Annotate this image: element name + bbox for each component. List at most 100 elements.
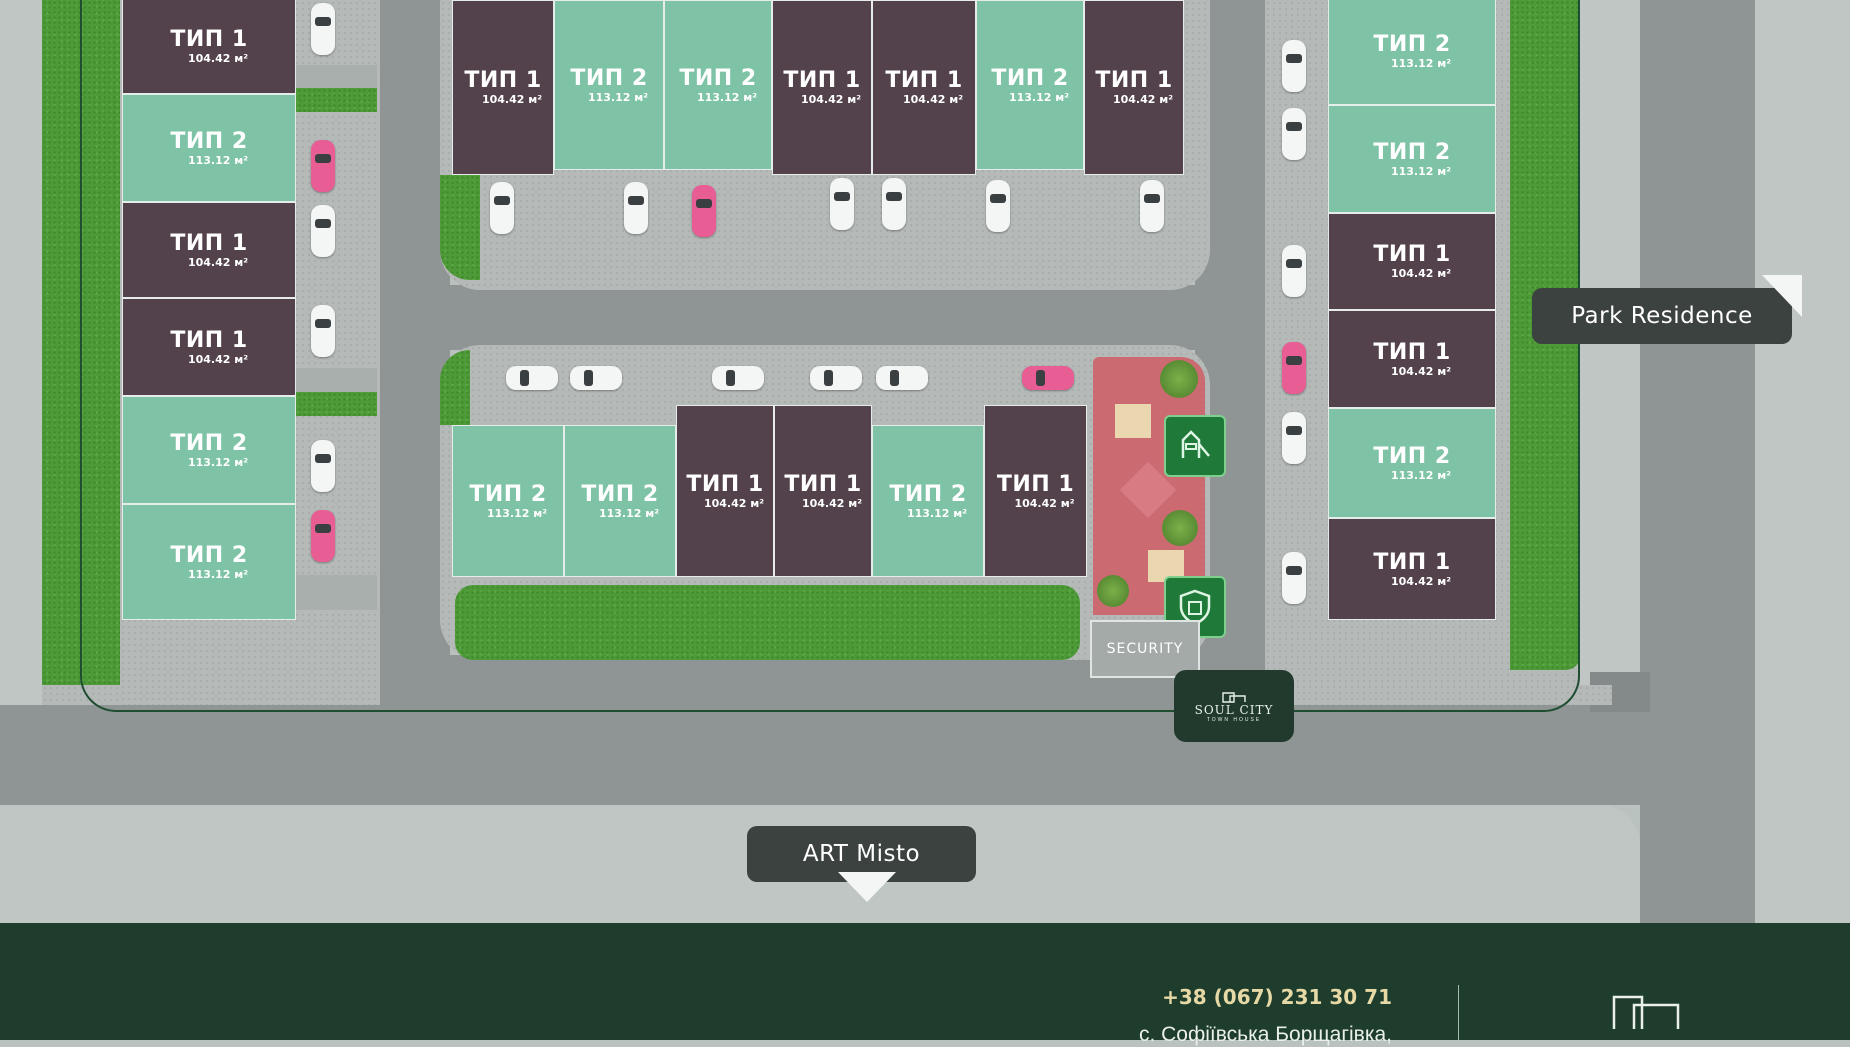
unit-type: ТИП 1 [1373, 339, 1451, 365]
parked-car [882, 178, 906, 230]
unit-area: 104.42 м² [187, 255, 249, 269]
parked-car [506, 366, 558, 390]
site-boundary [80, 0, 1580, 712]
unit-type: ТИП 1 [170, 327, 248, 353]
east-road [1640, 0, 1755, 923]
parked-car [311, 140, 335, 192]
parked-car [876, 366, 928, 390]
unit-type: ТИП 2 [170, 128, 248, 154]
footer-logo-house-icon [1612, 995, 1680, 1029]
unit-area: 104.42 м² [801, 496, 863, 510]
logo-name: SOUL CITY [1194, 703, 1274, 717]
unit-type: ТИП 2 [581, 481, 659, 507]
unit-area: 104.42 м² [1112, 93, 1174, 106]
east-sidewalk [1580, 0, 1640, 700]
unit-type: ТИП 1 [1373, 242, 1451, 267]
unit-area: 113.12 м² [1390, 164, 1452, 178]
unit-type: ТИП 2 [1373, 443, 1451, 469]
playground-icon-tile[interactable] [1164, 415, 1226, 477]
unit-area: 104.42 м² [187, 51, 249, 65]
west-lawn [42, 0, 122, 685]
park-residence-text: Park Residence [1571, 303, 1753, 329]
unit-area: 113.12 м² [587, 90, 649, 104]
north-lawn-1 [440, 175, 480, 280]
unit-type: ТИП 1 [885, 68, 963, 93]
unit-area: 113.12 м² [1390, 57, 1452, 70]
unit-area: 113.12 м² [1390, 468, 1452, 482]
parked-car [1282, 245, 1306, 297]
unit-type: ТИП 1 [170, 230, 248, 256]
unit-type: ТИП 2 [170, 430, 248, 456]
parked-car [311, 510, 335, 562]
main-road [0, 705, 1850, 805]
footer-phone[interactable]: +38 (067) 231 30 71 [1162, 985, 1392, 1009]
middle-block-lawn [455, 585, 1080, 660]
logo-subtitle: TOWN HOUSE [1206, 717, 1262, 723]
unit-area: 113.12 м² [598, 506, 660, 520]
parked-car [986, 180, 1010, 232]
unit-type: ТИП 2 [1373, 139, 1451, 165]
unit-type: ТИП 2 [889, 481, 967, 507]
logo-house-icon [1222, 692, 1246, 703]
unit-type: ТИП 2 [469, 481, 547, 507]
unit-area: 104.42 м² [187, 352, 249, 366]
parked-car [810, 366, 862, 390]
parked-car [311, 305, 335, 357]
middle-lawn-corner [440, 350, 470, 425]
unit-area: 104.42 м² [1014, 496, 1075, 510]
parked-car [624, 182, 648, 234]
arrow-down-icon [838, 872, 896, 902]
unit-area: 104.42 м² [902, 93, 964, 106]
sandbox [1115, 404, 1151, 438]
unit-type: ТИП 1 [996, 471, 1075, 497]
parked-car [490, 182, 514, 234]
footer: +38 (067) 231 30 71 с. Софіївська Борщаг… [0, 923, 1850, 1046]
internal-road-middle [370, 285, 1270, 350]
parked-car [1282, 552, 1306, 604]
unit-type: ТИП 1 [464, 68, 542, 93]
unit-type: ТИП 1 [784, 471, 862, 497]
unit-area: 104.42 м² [1390, 267, 1452, 280]
parked-car [311, 205, 335, 257]
parked-car [1282, 342, 1306, 394]
logo-badge[interactable]: SOUL CITY TOWN HOUSE [1174, 670, 1294, 742]
unit-area: 104.42 м² [703, 496, 765, 510]
arrow-northeast-icon [1762, 275, 1802, 317]
parked-car [1282, 412, 1306, 464]
unit-type: ТИП 2 [991, 65, 1069, 91]
park-residence-label[interactable]: Park Residence [1532, 288, 1792, 344]
unit-area: 113.12 м² [1008, 90, 1070, 104]
unit-area: 104.42 м² [800, 93, 862, 106]
far-east-sidewalk [1755, 0, 1850, 923]
tree [1162, 510, 1198, 546]
